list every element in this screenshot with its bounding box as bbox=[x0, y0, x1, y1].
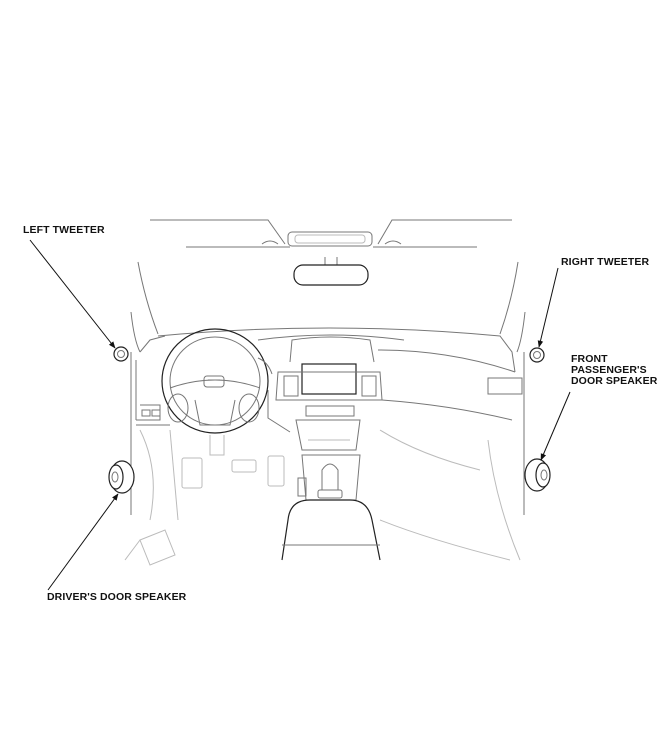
center-console bbox=[281, 419, 381, 561]
left-tweeter-component bbox=[113, 346, 129, 362]
right-tweeter-component bbox=[529, 347, 545, 363]
front-passenger-label-line1: FRONT bbox=[571, 353, 608, 365]
front-passenger-door-speaker-label: FRONT PASSENGER'S DOOR SPEAKER bbox=[571, 354, 657, 387]
dashboard bbox=[135, 327, 523, 433]
a-pillars bbox=[130, 261, 526, 515]
front-passenger-label-line2: PASSENGER'S bbox=[571, 364, 647, 376]
left-tweeter-leader bbox=[29, 239, 116, 349]
right-tweeter-leader bbox=[537, 267, 559, 348]
drivers-door-speaker-label: DRIVER'S DOOR SPEAKER bbox=[47, 591, 187, 603]
right-tweeter-label: RIGHT TWEETER bbox=[561, 256, 650, 268]
front-passenger-door-speaker-component bbox=[524, 458, 551, 492]
floor-and-pedals bbox=[124, 429, 521, 566]
windshield-frame bbox=[150, 219, 512, 248]
front-passenger-leader bbox=[540, 391, 571, 461]
drivers-door-speaker-component bbox=[108, 460, 135, 494]
drivers-door-leader bbox=[47, 493, 119, 591]
rearview-mirror bbox=[293, 257, 369, 286]
left-tweeter-label: LEFT TWEETER bbox=[23, 224, 105, 236]
steering-wheel bbox=[161, 328, 273, 456]
front-passenger-label-line3: DOOR SPEAKER bbox=[571, 375, 658, 387]
